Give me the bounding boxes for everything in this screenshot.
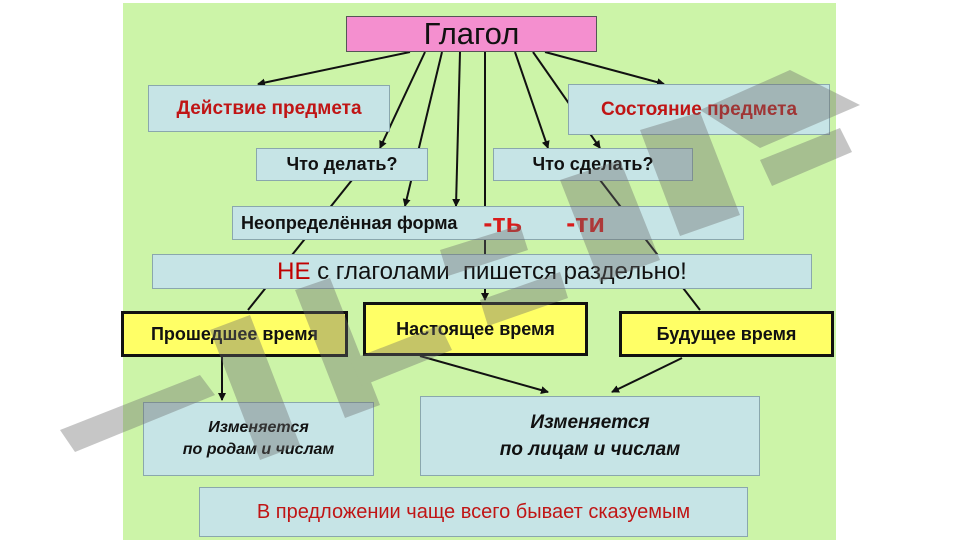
past-tense-label: Прошедшее время (150, 323, 319, 344)
sentence-role-box: В предложении чаще всего бывает сказуемы… (199, 487, 748, 537)
line-to-future (599, 179, 701, 311)
ne-rule-text: с глаголами пишется раздельно! (310, 257, 687, 285)
person-line1: Изменяется (530, 412, 650, 433)
future-tense-box: Будущее время (619, 311, 834, 357)
what-done-label: Что сделать? (532, 154, 654, 174)
gender-line1: Изменяется (208, 419, 309, 436)
state-label: Состояние предмета (600, 98, 798, 120)
arrow-root-to-infinitive-left (402, 51, 443, 207)
person-number-box: Изменяется по лицам и числам (420, 396, 760, 476)
verb-root-box: Глагол (346, 16, 597, 52)
arrow-root-to-state-inner (514, 51, 550, 149)
past-tense-box: Прошедшее время (121, 311, 348, 357)
arrow-root-to-what-do (379, 51, 426, 149)
suffix-t: -ть (483, 207, 523, 238)
what-do-box: Что делать? (256, 148, 428, 181)
what-done-box: Что сделать? (493, 148, 693, 181)
infinitive-label: Неопределённая форма (241, 212, 458, 233)
state-box: Состояние предмета (568, 84, 830, 135)
line-to-past (247, 179, 353, 311)
suffix-ti: -ти (566, 207, 606, 238)
arrow-root-to-action (257, 51, 411, 87)
arrow-root-to-infinitive (452, 51, 461, 207)
verb-root-label: Глагол (423, 16, 520, 51)
arrow-future-to-person (611, 357, 683, 393)
present-tense-label: Настоящее время (396, 318, 555, 339)
ne-particle: НЕ (277, 257, 311, 285)
gender-number-box: Изменяется по родам и числам (143, 402, 374, 476)
gender-line2: по родам и числам (182, 441, 335, 458)
action-box: Действие предмета (148, 85, 390, 132)
arrow-present-to-person (419, 355, 549, 394)
what-do-label: Что делать? (286, 154, 398, 174)
present-tense-box: Настоящее время (363, 302, 588, 356)
ne-rule-box: НЕ с глаголами пишется раздельно! (152, 254, 812, 289)
person-line2: по лицам и числам (499, 439, 681, 460)
future-tense-label: Будущее время (656, 323, 797, 344)
infinitive-box: Неопределённая форма -ть -ти (232, 206, 744, 240)
sentence-role-label: В предложении чаще всего бывает сказуемы… (256, 500, 691, 523)
action-label: Действие предмета (176, 97, 362, 119)
arrow-root-to-state (544, 51, 665, 87)
